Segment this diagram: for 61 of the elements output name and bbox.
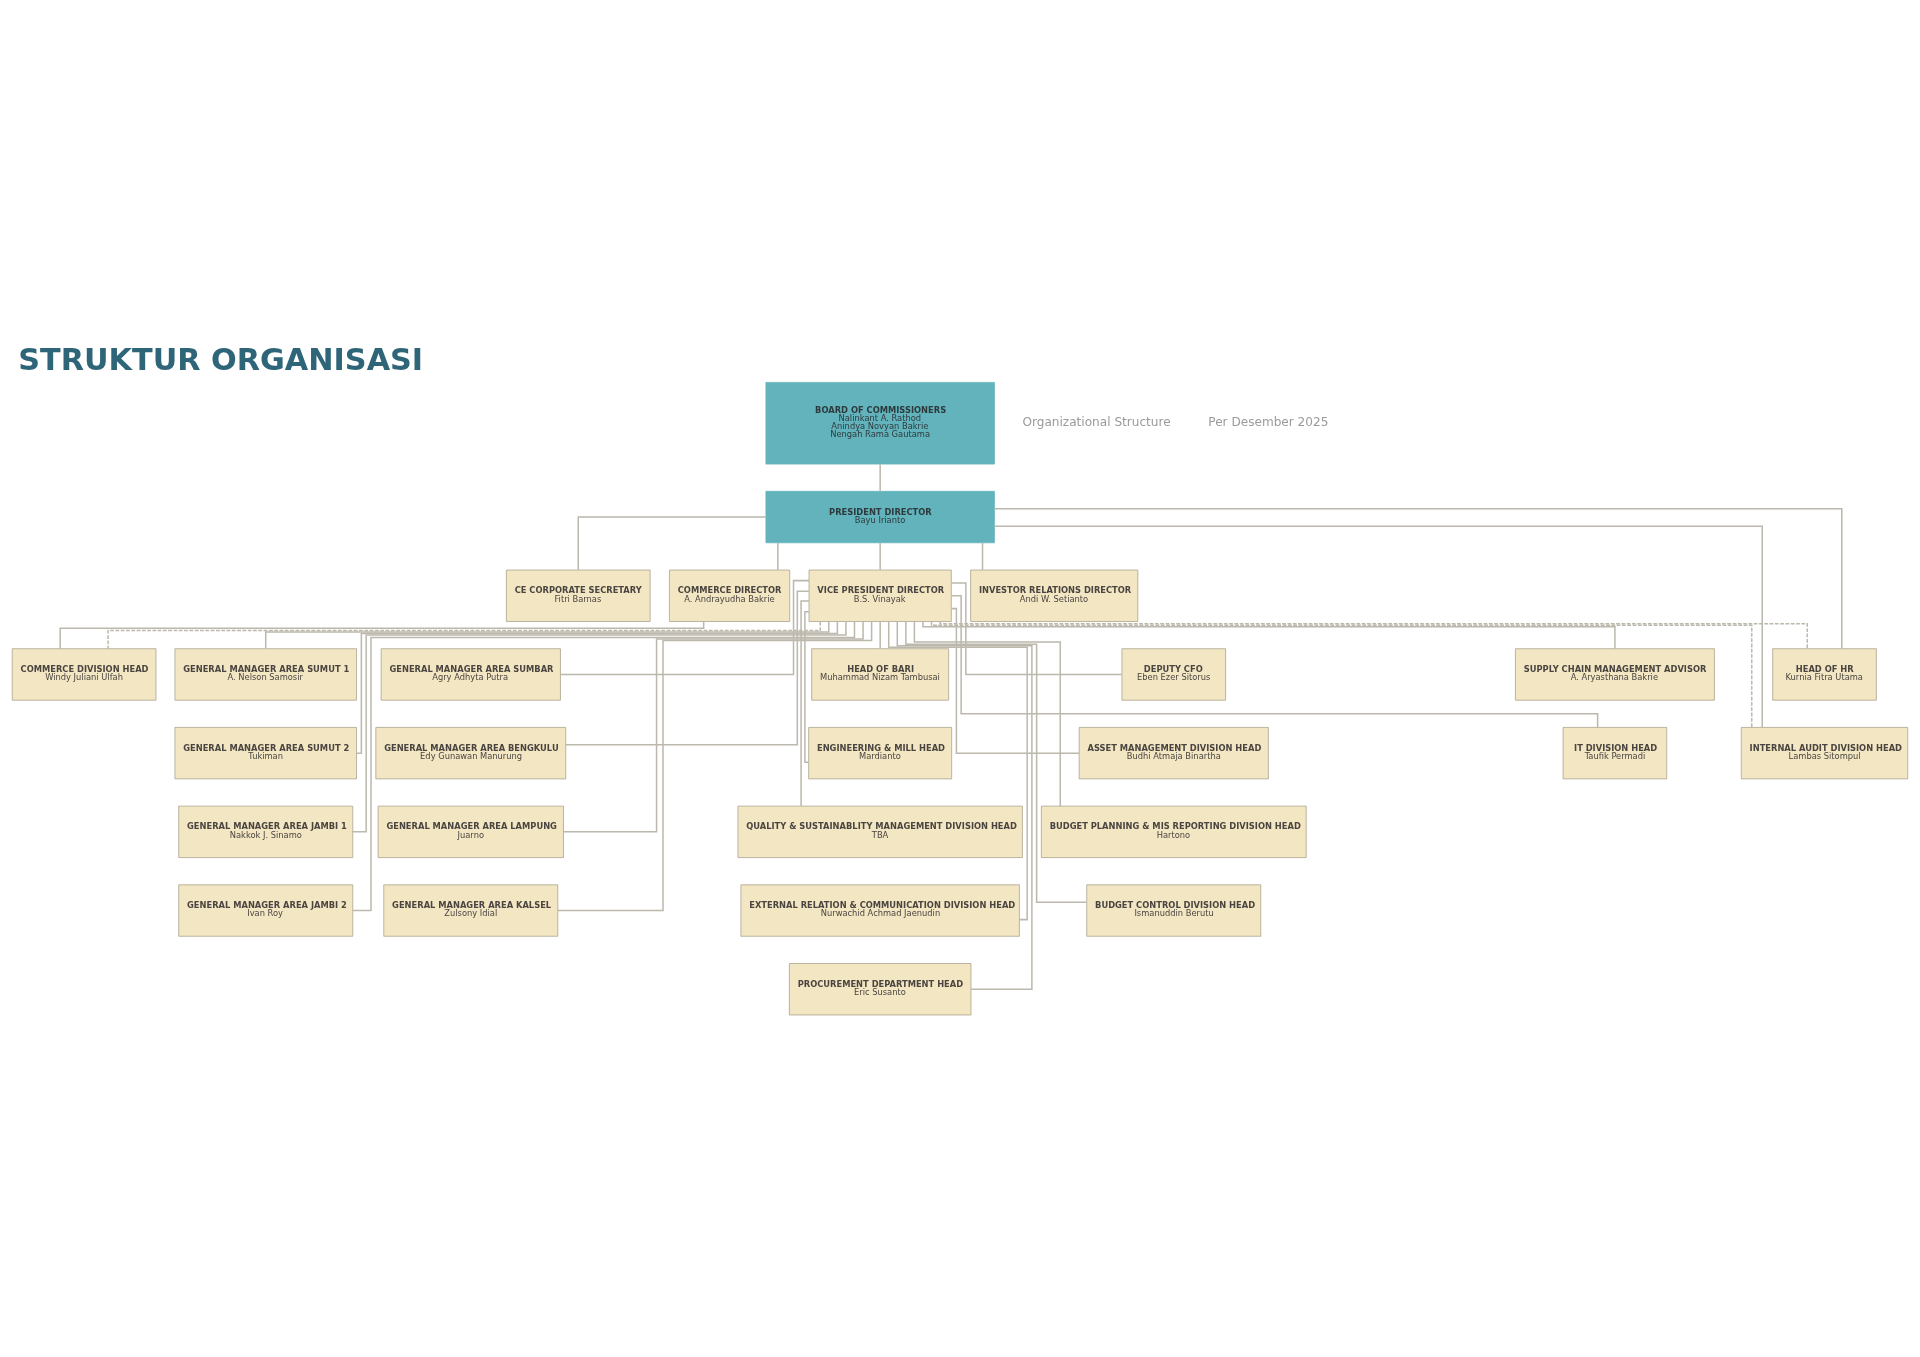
connector [352, 620, 847, 833]
connector [356, 620, 839, 754]
connector [777, 541, 779, 571]
node-box: GENERAL MANAGER AREA LAMPUNG Juarno [377, 805, 564, 858]
node-box: ENGINEERING & MILL HEAD Mardianto [808, 726, 953, 779]
connector [804, 610, 810, 763]
connector [950, 581, 1123, 675]
connector [577, 515, 767, 571]
node-box: GENERAL MANAGER AREA JAMBI 2 Ivan Roy [178, 883, 354, 937]
node-box: GENERAL MANAGER AREA KALSEL Zulsony Idial [383, 883, 559, 937]
connector [993, 524, 1763, 728]
node-box: GENERAL MANAGER AREA JAMBI 1 Nakkok J. Sinamo [178, 805, 354, 858]
node-box: INTERNAL AUDIT DIVISION HEAD Lambas Sitompul [1740, 726, 1909, 779]
node-box: VICE PRESIDENT DIRECTOR B.S. Vinayak [808, 569, 952, 622]
connector [905, 620, 1088, 903]
node-box: DEPUTY CFO Eben Ezer Sitorus [1121, 647, 1226, 701]
node-box: BOARD OF COMMISSIONERS Nalinkant A. Rathod Anindya Novyan Bakrie Nengah Rama Gautama [765, 381, 995, 464]
connector [950, 607, 1080, 754]
node-box: GENERAL MANAGER AREA SUMUT 1 A. Nelson Samosir [174, 647, 357, 701]
connector [107, 620, 821, 649]
connector [264, 620, 830, 649]
connector [879, 462, 881, 492]
connector [993, 507, 1843, 649]
node-box: GENERAL MANAGER AREA SUMUT 2 Tukiman [174, 726, 357, 779]
node-box: PRESIDENT DIRECTOR Bayu Irianto [765, 490, 995, 543]
connector [562, 620, 864, 833]
label: Per Desember 2025 [1208, 414, 1329, 429]
node-box: COMMERCE DIVISION HEAD Windy Juliani Ulfah [11, 647, 157, 701]
node-box: GENERAL MANAGER AREA SUMBAR Agry Adhyta Putra [380, 647, 561, 701]
node-box: CE CORPORATE SECRETARY Fitri Barnas [506, 569, 651, 622]
node-box: HEAD OF HR Kurnia Fitra Utama [1772, 647, 1877, 701]
connector [59, 620, 705, 649]
connector [981, 541, 984, 571]
node-box: SUPPLY CHAIN MANAGEMENT ADVISOR A. Aryasthana Bakrie [1515, 647, 1715, 701]
connector [879, 620, 881, 649]
connector [559, 579, 810, 675]
connector [565, 589, 810, 746]
label: Organizational Structure [1022, 414, 1171, 429]
connector [913, 620, 1061, 807]
connector [879, 541, 881, 571]
node-box: HEAD OF BARI Muhammad Nizam Tambusai [811, 647, 950, 701]
connector [922, 620, 1616, 649]
diagram-title: STRUKTUR ORGANISASI [18, 341, 424, 377]
node-box: INVESTOR RELATIONS DIRECTOR Andi W. Setianto [970, 569, 1139, 622]
connector [800, 599, 810, 807]
node-box: QUALITY & SUSTAINABLITY MANAGEMENT DIVISION HEAD TBA [737, 805, 1023, 858]
node-box: ASSET MANAGEMENT DIVISION HEAD Budhi Atmaja Binartha [1078, 726, 1269, 779]
node-box: PROCUREMENT DEPARTMENT HEAD Eric Susanto [789, 962, 972, 1015]
connector [557, 620, 873, 911]
connector [950, 594, 1599, 728]
connector [896, 620, 1033, 990]
node-box: COMMERCE DIRECTOR A. Andrayudha Bakrie [669, 569, 791, 622]
node-box: BUDGET CONTROL DIVISION HEAD Ismanuddin Berutu [1086, 883, 1262, 937]
connector [887, 620, 1028, 920]
node-box: GENERAL MANAGER AREA BENGKULU Edy Gunawan Manurung [375, 726, 567, 779]
connector [939, 620, 1808, 649]
node-box: EXTERNAL RELATION & COMMUNICATION DIVISION HEAD Nurwachid Achmad Jaenudin [740, 883, 1020, 937]
node-box: BUDGET PLANNING & MIS REPORTING DIVISION HEAD Hartono [1040, 805, 1307, 858]
connector [930, 620, 1753, 728]
connector [352, 620, 856, 911]
node-box: IT DIVISION HEAD Taufik Permadi [1562, 726, 1668, 779]
